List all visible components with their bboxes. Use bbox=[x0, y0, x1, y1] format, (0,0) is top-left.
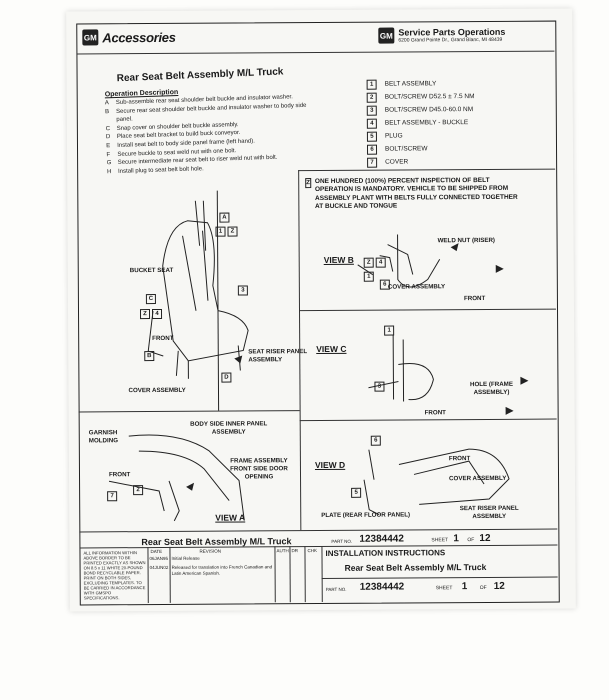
label-frame-assembly: FRAME ASSEMBLY FRONT SIDE DOOR OPENING bbox=[230, 457, 288, 481]
label-bucket-seat: BUCKET SEAT bbox=[129, 266, 174, 275]
callout-z-b: Z bbox=[363, 257, 374, 268]
view-b-label: VIEW B bbox=[323, 254, 354, 265]
revision-header: CHK bbox=[307, 548, 318, 554]
callout-five-d: 5 bbox=[351, 487, 362, 498]
label-seat-riser: SEAT RISER PANEL ASSEMBLY bbox=[248, 348, 308, 364]
callout-one-c: 1 bbox=[384, 325, 395, 336]
label-front-a: FRONT bbox=[108, 471, 131, 479]
tb-install-heading: INSTALLATION INSTRUCTIONS bbox=[325, 548, 446, 558]
label-hole: HOLE (FRAME ASSEMBLY) bbox=[469, 380, 513, 397]
callout-d: D bbox=[221, 372, 232, 383]
tb-part-no-top: 12384442 bbox=[359, 533, 404, 545]
callout-four-b: 4 bbox=[375, 257, 386, 268]
view-a-label: VIEW A bbox=[215, 512, 246, 523]
tb-sheet-top: 1 bbox=[453, 533, 459, 545]
tb-sheet-bottom: 1 bbox=[461, 581, 468, 593]
callout-six-d: 6 bbox=[370, 435, 381, 446]
callout-one-main: 1 bbox=[215, 226, 226, 237]
revision-header: REVISION bbox=[199, 548, 222, 554]
label-cover-assembly-b: COVER ASSEMBLY bbox=[387, 283, 446, 291]
callout-three-main: 3 bbox=[237, 285, 248, 296]
callout-four-main: 4 bbox=[151, 308, 163, 320]
revision-header: AUTH bbox=[276, 548, 289, 554]
revision-header: DATE bbox=[150, 548, 163, 555]
label-body-side: BODY SIDE INNER PANEL ASSEMBLY bbox=[190, 420, 268, 436]
label-plate: PLATE (REAR FLOOR PANEL) bbox=[321, 511, 411, 520]
callout-three-c: 3 bbox=[374, 381, 385, 392]
tb-part-label-bottom: PART NO. bbox=[325, 586, 347, 592]
tb-of-bottom: 12 bbox=[493, 580, 505, 592]
tb-sheet-label-top: SHEET bbox=[431, 537, 449, 544]
view-c-label: VIEW C bbox=[316, 343, 347, 355]
line-art-drawings bbox=[108, 190, 529, 522]
label-weld-nut: WELD NUT (RISER) bbox=[437, 236, 496, 245]
label-seat-riser-d: SEAT RISER PANEL ASSEMBLY bbox=[459, 504, 519, 521]
tb-sheet-label-bottom: SHEET bbox=[435, 585, 453, 592]
revision-date: 06JAN95 bbox=[149, 555, 169, 562]
callout-z-main: Z bbox=[227, 226, 238, 237]
label-garnish: GARNISH MOLDING bbox=[88, 429, 119, 445]
callout-seven-a: 7 bbox=[107, 491, 118, 502]
tb-of-label-bottom: OF bbox=[479, 584, 487, 592]
view-d-label: VIEW D bbox=[314, 459, 346, 471]
label-front-c: FRONT bbox=[424, 409, 446, 417]
callout-b: B bbox=[144, 351, 155, 362]
label-front-d: FRONT bbox=[448, 455, 471, 463]
callout-one-b: 1 bbox=[363, 271, 374, 282]
callout-z-left: Z bbox=[139, 309, 151, 320]
label-front-b: FRONT bbox=[463, 294, 486, 303]
revision-date: 04JUN02 bbox=[149, 564, 169, 571]
tb-install-title: Rear Seat Belt Assembly M/L Truck bbox=[344, 561, 487, 573]
instruction-sheet: GM Accessories GM Service Parts Operatio… bbox=[66, 8, 576, 612]
label-cover-assembly-d: COVER ASSEMBLY bbox=[449, 474, 507, 483]
tb-part-no-bottom: 12384442 bbox=[359, 581, 405, 593]
label-cover-assembly-main: COVER ASSEMBLY bbox=[128, 386, 186, 395]
revision-text: Initial Release bbox=[171, 555, 200, 561]
callout-a: A bbox=[219, 212, 230, 223]
revision-text: Released for translation into French Can… bbox=[171, 564, 273, 576]
tb-notice: ALL INFORMATION WITHIN ABOVE BORDER TO B… bbox=[83, 550, 146, 601]
tb-of-label-top: OF bbox=[467, 537, 475, 544]
tb-of-top: 12 bbox=[479, 532, 491, 545]
callout-c: C bbox=[145, 294, 156, 305]
callout-two-a: 2 bbox=[133, 485, 144, 496]
label-front-main: FRONT bbox=[152, 334, 174, 343]
revision-header: DR bbox=[291, 548, 298, 554]
tb-part-label-top: PART NO. bbox=[331, 538, 353, 544]
